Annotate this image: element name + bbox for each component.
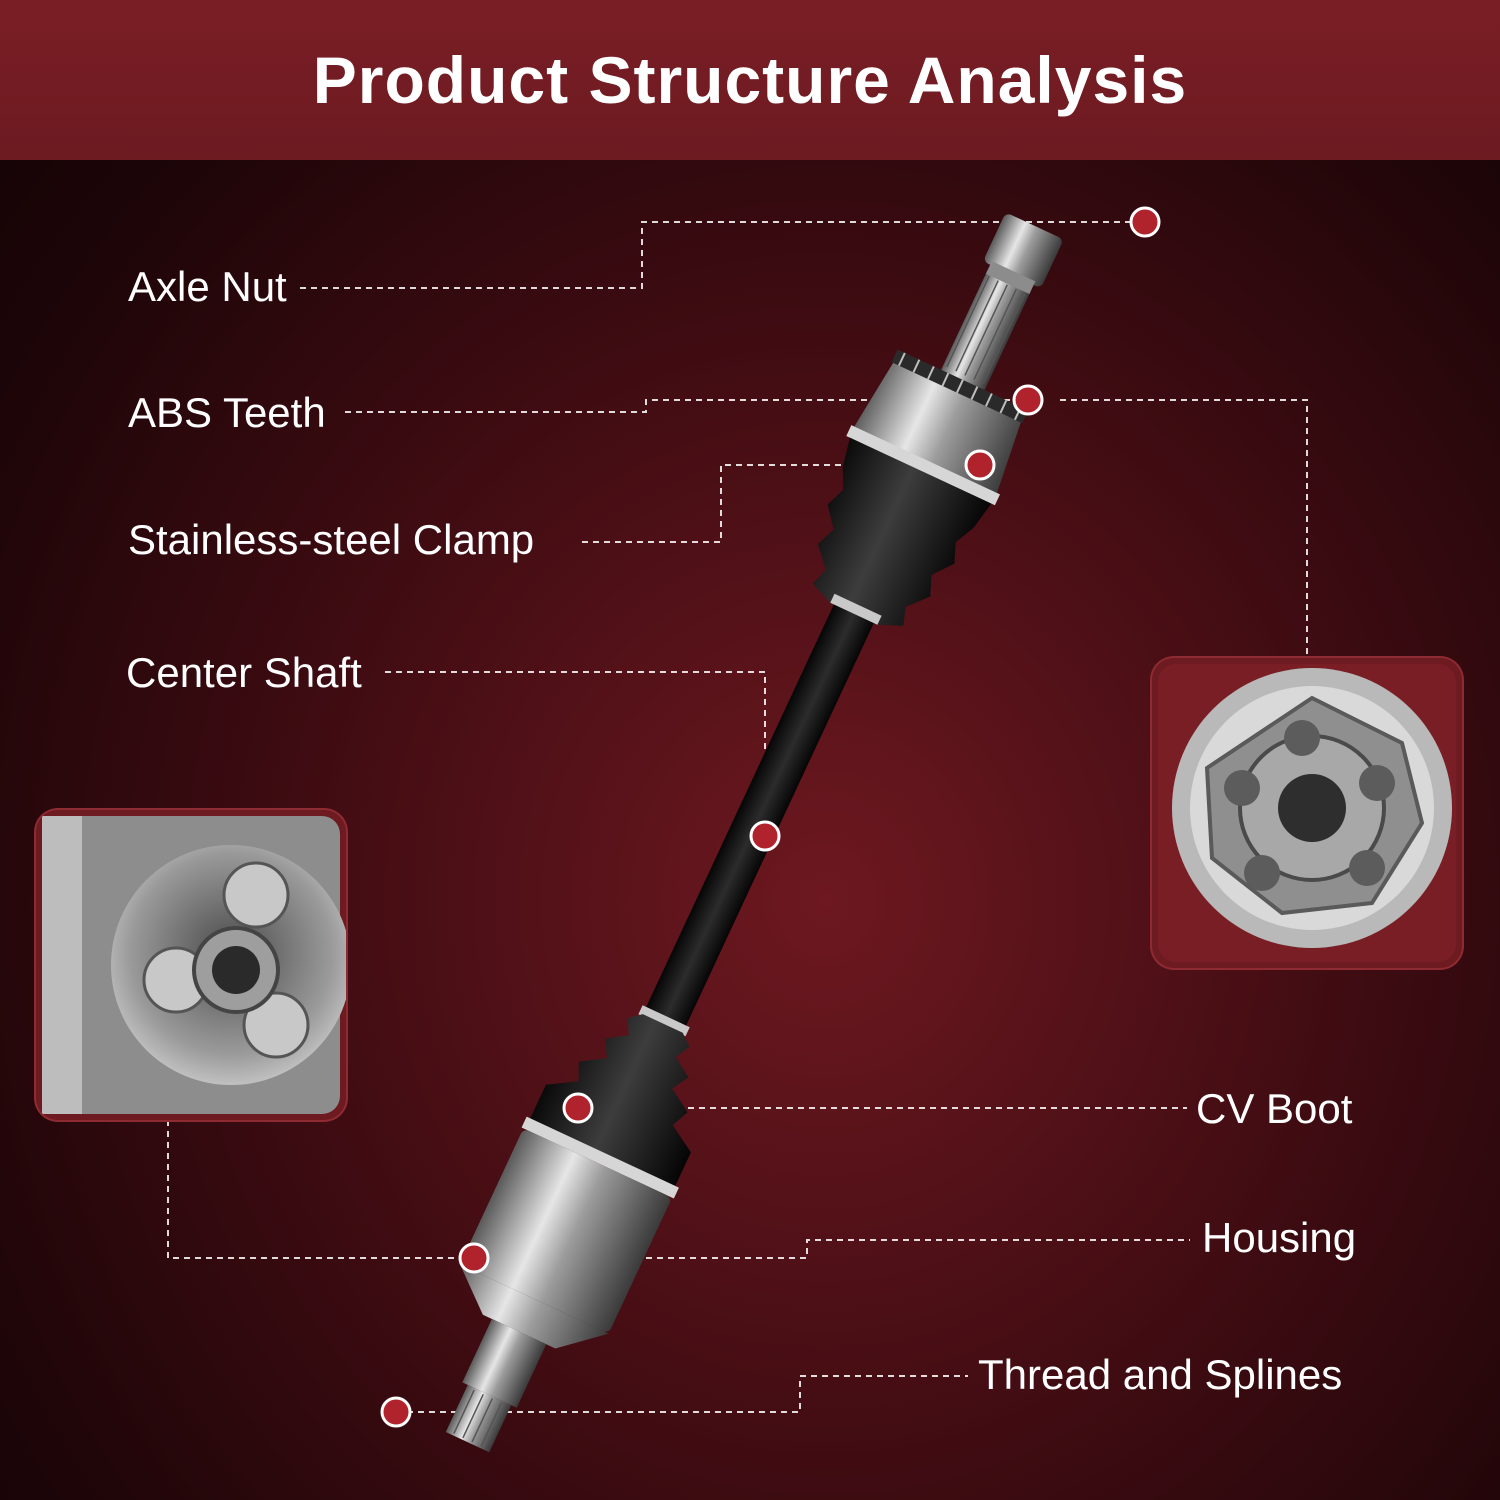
outer-cv-joint-inset [1152, 658, 1462, 968]
page-title: Product Structure Analysis [312, 43, 1188, 117]
marker-center-shaft [749, 820, 781, 852]
clamp-band-lower [521, 1116, 679, 1199]
center-shaft-body [642, 597, 878, 1033]
label-center-shaft: Center Shaft [126, 649, 362, 696]
leader-axle-nut [300, 221, 1145, 289]
marker-thread [380, 1396, 412, 1428]
marker-housing [458, 1242, 490, 1274]
leader-abs-teeth-inset [1060, 399, 1308, 658]
leader-thread [396, 1375, 968, 1413]
clamp-band-upper [846, 425, 1000, 506]
markers [380, 206, 1161, 1428]
diagram-stage [0, 160, 1500, 1500]
label-axle-nut: Axle Nut [128, 263, 287, 310]
marker-axle-nut [1129, 206, 1161, 238]
label-clamp: Stainless-steel Clamp [128, 516, 535, 563]
tripod-joint-inset [36, 810, 346, 1120]
marker-abs-teeth [1012, 384, 1044, 416]
lower-boot [529, 1014, 691, 1189]
leader-center-shaft [385, 671, 766, 836]
lower-splines [445, 1384, 512, 1453]
upper-boot [812, 437, 992, 626]
label-cv-boot: CV Boot [1196, 1085, 1353, 1132]
axle-assembly [445, 214, 1062, 1453]
marker-clamp [964, 449, 996, 481]
leader-housing [167, 1120, 1190, 1259]
outer-cv-joint-image [1158, 664, 1456, 962]
label-abs-teeth: ABS Teeth [128, 389, 326, 436]
label-thread-splines: Thread and Splines [978, 1351, 1343, 1398]
axle-diagram [167, 206, 1308, 1453]
header-banner: Product Structure Analysis [0, 0, 1500, 160]
lower-stub [462, 1318, 547, 1408]
marker-cv-boot [562, 1092, 594, 1124]
inner-housing [461, 1130, 671, 1332]
label-housing: Housing [1202, 1214, 1357, 1261]
tripod-joint-image [42, 816, 346, 1114]
